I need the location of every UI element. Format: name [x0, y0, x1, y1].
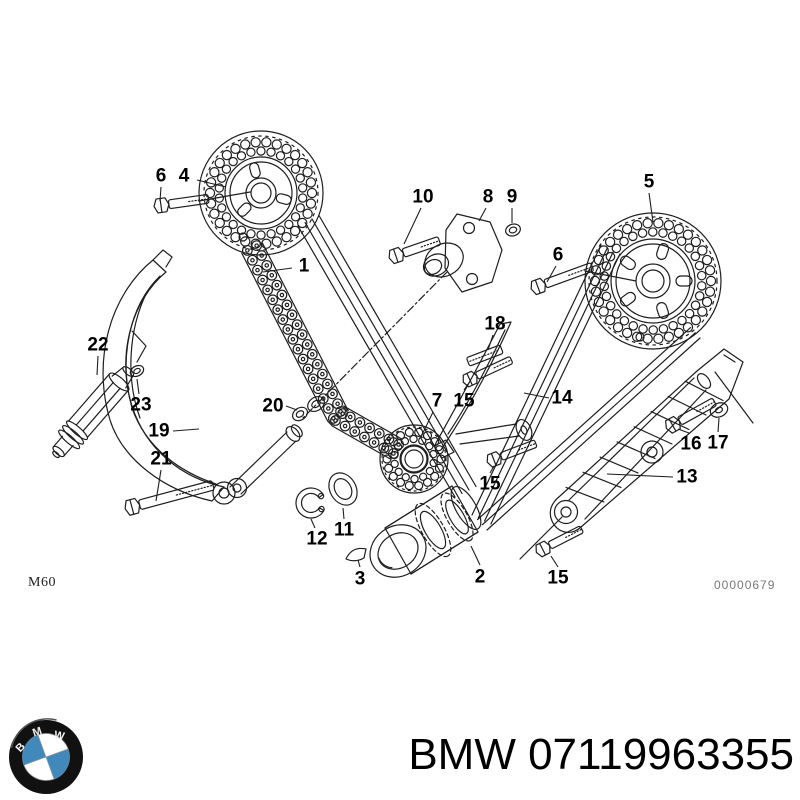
rail-foot-eye — [553, 499, 579, 525]
washer-17 — [709, 402, 729, 418]
leader-line-7 — [420, 411, 434, 438]
bolt-21 — [124, 480, 215, 516]
part-label-10: 10 — [412, 187, 433, 208]
tensioner-rail-left — [102, 249, 236, 505]
part-label-11: 11 — [334, 520, 355, 541]
drawing-number-label: 00000679 — [714, 578, 776, 592]
part-label-15c: 15 — [547, 568, 569, 589]
part-label-22: 22 — [87, 335, 108, 356]
thrust-ring — [328, 472, 358, 506]
part-label-14: 14 — [551, 388, 573, 409]
leader-line-18 — [487, 334, 494, 351]
part-label-16: 16 — [680, 434, 701, 455]
part-label-7: 7 — [432, 391, 443, 412]
leader-line-1 — [262, 267, 293, 273]
leader-line-13 — [606, 473, 674, 478]
part-label-19: 19 — [148, 421, 169, 442]
bolt-16 — [665, 398, 717, 434]
part-label-8: 8 — [483, 187, 494, 208]
tensioner-housing — [422, 213, 503, 293]
bolt-6-right — [530, 262, 594, 296]
leader-line-21 — [155, 469, 162, 502]
leader-line-20 — [285, 405, 298, 411]
svg-text:W: W — [53, 729, 66, 743]
leader-line-8 — [478, 207, 487, 222]
leader-line-15a — [463, 383, 469, 391]
part-label-9: 9 — [507, 187, 518, 208]
part-label-2: 2 — [475, 567, 486, 588]
guide-rail-center — [433, 321, 533, 459]
engine-code-label: M60 — [28, 575, 56, 590]
leader-line-3 — [357, 559, 361, 568]
bmw-quadrant-blue — [22, 734, 47, 766]
leader-line-15c — [550, 555, 559, 568]
leader-line-2 — [470, 545, 481, 566]
svg-text:M: M — [31, 725, 43, 739]
leader-line-11 — [342, 507, 345, 520]
leader-line-10 — [403, 207, 422, 245]
seal-ring-9 — [505, 223, 521, 237]
part-label-3: 3 — [355, 569, 366, 590]
bolt-10 — [388, 236, 441, 265]
part-label-15b: 15 — [479, 474, 501, 495]
part-label-13: 13 — [676, 467, 697, 488]
part-label-20: 20 — [262, 396, 283, 417]
part-label-5: 5 — [644, 172, 655, 193]
leader-line-15b — [489, 465, 495, 474]
tensioner-plunger — [52, 366, 135, 459]
part-label-15a: 15 — [453, 391, 475, 412]
bolt-15-middle — [486, 439, 538, 468]
part-number-title: BMW 07119963355 — [408, 730, 794, 779]
leader-line-17 — [717, 417, 720, 433]
timing-chain-diagram: 1234566789101112131415151516171819202122… — [52, 130, 754, 590]
tensioner-lever-arm — [226, 424, 303, 499]
crankshaft-sprocket — [369, 485, 482, 578]
camshaft-sprocket-right — [584, 212, 722, 350]
rail-bolt-boss — [640, 440, 664, 464]
bolt-15-upper — [462, 356, 513, 388]
leader-line-14 — [523, 392, 550, 399]
part-label-21: 21 — [150, 449, 172, 470]
leader-line-6b — [546, 265, 557, 283]
construction-lines — [131, 191, 754, 560]
part-label-18: 18 — [484, 314, 505, 335]
leader-line-5 — [648, 192, 654, 223]
leader-line-4 — [196, 179, 227, 188]
part-label-4: 4 — [179, 166, 190, 187]
leader-line-22 — [96, 355, 99, 376]
camshaft-sprocket-left — [198, 130, 324, 256]
part-label-17: 17 — [707, 433, 728, 454]
snap-ring — [295, 487, 325, 519]
leader-line-16 — [677, 428, 690, 434]
leader-line-19 — [172, 428, 200, 432]
timing-chain — [241, 240, 404, 460]
bolt-15-lower — [535, 525, 584, 558]
part-label-12: 12 — [306, 529, 327, 550]
bmw-quadrant-blue — [46, 748, 70, 780]
woodruff-key — [345, 547, 367, 562]
stud-18 — [466, 344, 504, 367]
leader-line-12 — [310, 518, 316, 529]
washer-23 — [129, 364, 145, 378]
leader-line-23 — [136, 378, 140, 395]
part-label-23: 23 — [130, 395, 151, 416]
washer-20 — [291, 406, 309, 422]
part-label-6a: 6 — [156, 166, 167, 187]
leader-line-6a — [159, 186, 162, 202]
part-label-6b: 6 — [553, 245, 564, 266]
guide-rail-lower — [549, 348, 744, 533]
part-label-1: 1 — [299, 256, 310, 277]
